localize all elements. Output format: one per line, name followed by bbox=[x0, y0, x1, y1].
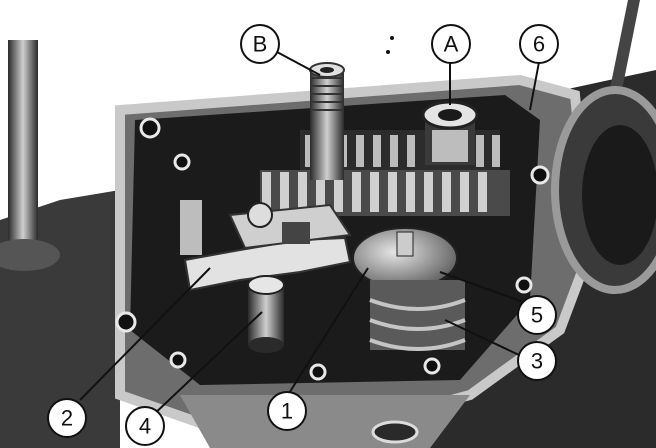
leader-lines bbox=[79, 51, 540, 419]
output-shaft-b bbox=[309, 62, 345, 180]
callout-6-label: 6 bbox=[533, 32, 545, 57]
callout-4-label: 4 bbox=[139, 414, 151, 439]
callout-1: 1 bbox=[267, 391, 307, 431]
left-rod bbox=[8, 40, 38, 270]
lower-case bbox=[180, 395, 470, 448]
lower-boss bbox=[371, 420, 419, 444]
shift-drum-5 bbox=[352, 227, 458, 289]
callout-2-label: 2 bbox=[61, 406, 73, 431]
callout-3: 3 bbox=[517, 341, 557, 381]
callout-3-label: 3 bbox=[531, 349, 543, 374]
shift-mechanism bbox=[180, 200, 352, 292]
callout-b-label: B bbox=[253, 32, 268, 57]
callout-1-label: 1 bbox=[281, 399, 293, 424]
shaft-a-bearing bbox=[421, 100, 479, 165]
shift-drum-post-4 bbox=[247, 275, 285, 353]
callout-2: 2 bbox=[47, 398, 87, 438]
left-rod-base bbox=[0, 239, 60, 271]
flange-bolt-holes bbox=[115, 117, 550, 381]
gasket-flange bbox=[115, 74, 596, 435]
callout-5: 5 bbox=[517, 295, 557, 335]
callout-5-label: 5 bbox=[531, 303, 543, 328]
callout-a-label: A bbox=[444, 32, 459, 57]
callout-b: B bbox=[240, 24, 280, 64]
callout-6: 6 bbox=[519, 24, 559, 64]
callout-4: 4 bbox=[125, 406, 165, 446]
shift-drum-body-3 bbox=[369, 280, 466, 351]
clutch-housing-inner bbox=[582, 125, 656, 265]
callout-a: A bbox=[431, 24, 471, 64]
speck bbox=[386, 50, 390, 54]
speck bbox=[390, 36, 394, 40]
right-rod bbox=[606, 0, 640, 110]
